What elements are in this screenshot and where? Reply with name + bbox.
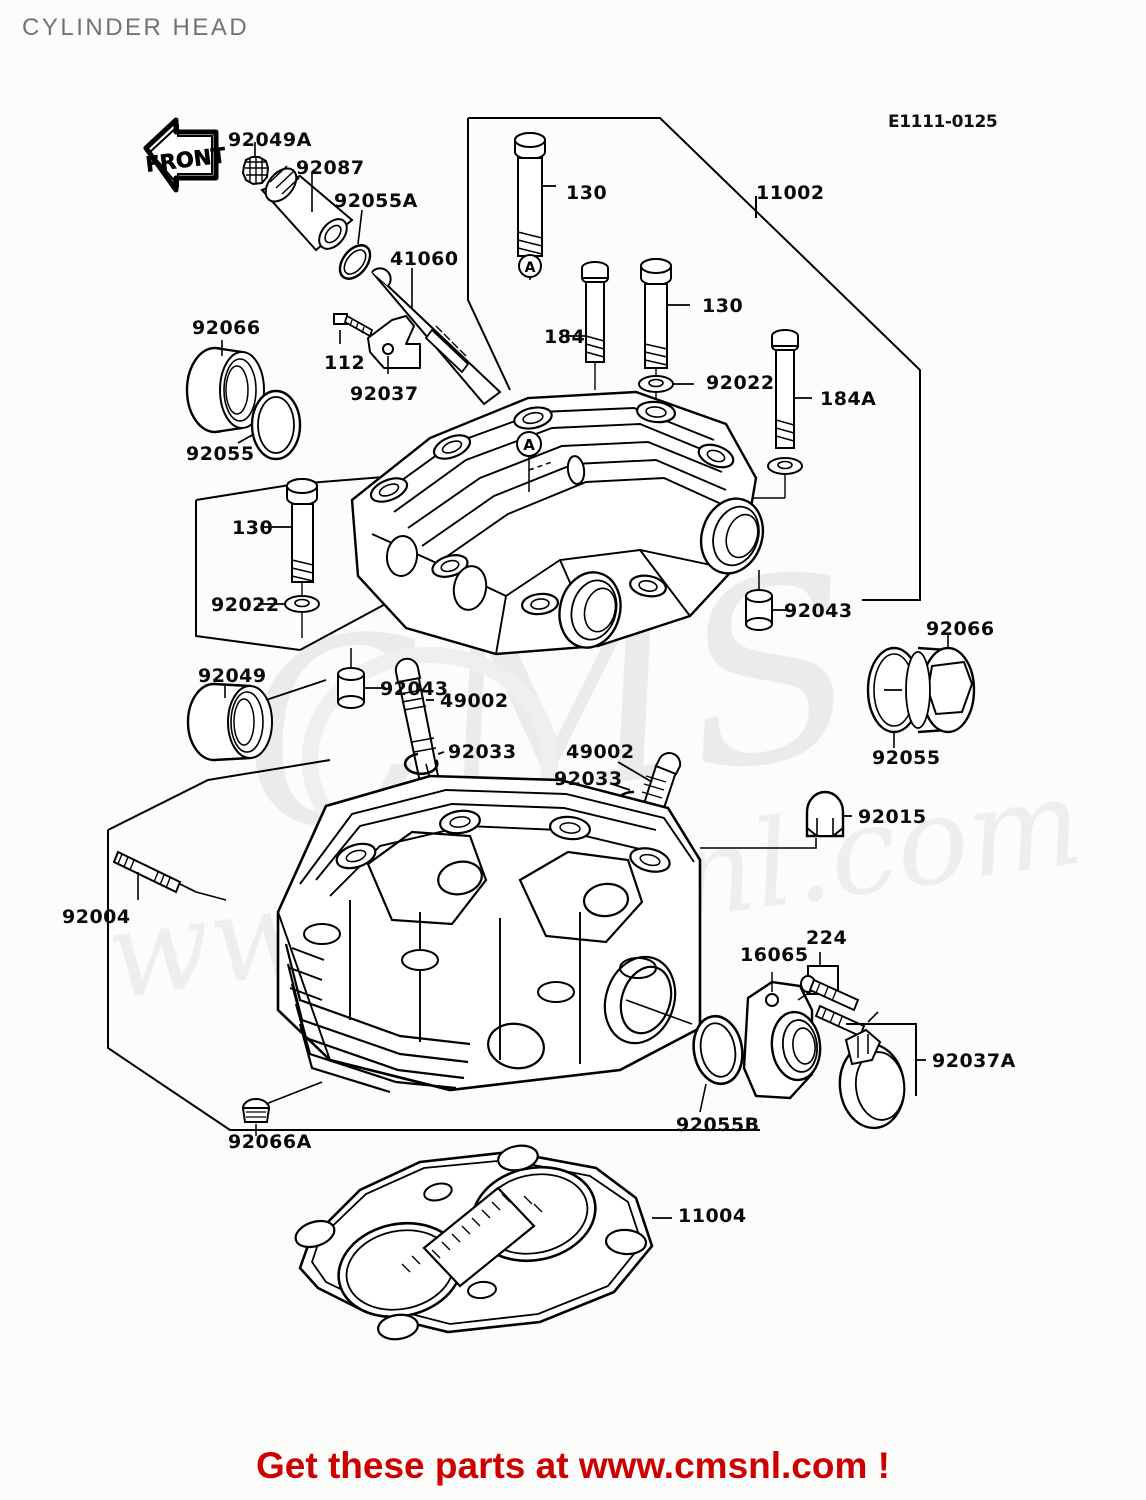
callout-184: 184 [544, 326, 586, 348]
callout-130-left: 130 [232, 517, 274, 539]
callout-92043-right: 92043 [784, 600, 853, 622]
cylinder-head-deck-holes [303, 809, 671, 1003]
svg-text:A: A [525, 260, 536, 276]
part-224-screws [797, 952, 879, 1038]
valve-cover-bolt-holes [369, 400, 735, 616]
diagram-code: E1111-0125 [888, 112, 998, 132]
callout-92066A: 92066A [228, 1131, 312, 1153]
part-92066A [241, 1081, 323, 1136]
callout-92087: 92087 [296, 157, 365, 179]
callout-112: 112 [324, 352, 366, 374]
part-92004 [112, 850, 227, 901]
part-92066-left [185, 340, 265, 434]
callout-92004: 92004 [62, 906, 131, 928]
part-92066-right [866, 634, 976, 748]
callout-92033-right: 92033 [554, 768, 623, 790]
bracket-11002 [467, 117, 921, 601]
footer-cta: Get these parts at www.cmsnl.com ! [256, 1445, 890, 1486]
part-92049A [241, 142, 270, 186]
part-92087 [260, 165, 354, 252]
valve-cover-bores [385, 455, 765, 649]
part-112 [333, 313, 374, 344]
part-49002-left [394, 657, 440, 791]
page-title: CYLINDER HEAD [22, 14, 250, 41]
callout-92049: 92049 [198, 665, 267, 687]
cooling-fins [284, 943, 471, 1094]
front-arrow-icon: FRONT [143, 117, 228, 193]
part-92055B [625, 999, 744, 1113]
callout-92015: 92015 [858, 806, 927, 828]
part-92037A [838, 1023, 926, 1130]
callout-92022-left: 92022 [211, 594, 280, 616]
callout-92043-center: 92043 [380, 678, 449, 700]
part-184A-bolt [722, 329, 812, 499]
svg-text:A: A [523, 436, 535, 454]
callout-92066-right: 92066 [926, 618, 995, 640]
callout-41060: 41060 [390, 248, 459, 270]
callout-49002-right: 49002 [566, 741, 635, 763]
part-92043-right [745, 570, 790, 631]
callout-49002-left: 49002 [440, 690, 509, 712]
bracket-cylinder-head [107, 759, 760, 1131]
callout-92037A: 92037A [932, 1050, 1016, 1072]
callout-92055B: 92055B [676, 1114, 760, 1136]
callout-184A: 184A [820, 388, 877, 410]
part-92022-left [258, 595, 320, 638]
section-marker-A: A [516, 431, 553, 492]
callout-11002: 11002 [756, 182, 825, 204]
part-130-left [262, 478, 318, 596]
callout-11004: 11004 [678, 1205, 747, 1227]
part-92055A [338, 209, 372, 280]
part-92055-left [237, 389, 302, 461]
part-130-mid [640, 258, 690, 378]
part-92022-washer [638, 375, 694, 424]
callout-92049A: 92049A [228, 129, 312, 151]
callout-92055A: 92055A [334, 190, 418, 212]
part-184-bolt [566, 261, 609, 390]
callout-92033-left: 92033 [448, 741, 517, 763]
part-130-upper: A [514, 132, 556, 280]
callout-130-upper: 130 [566, 182, 608, 204]
callout-16065: 16065 [740, 944, 809, 966]
part-41060 [371, 267, 502, 406]
callout-92055-right: 92055 [872, 747, 941, 769]
callout-92055-left: 92055 [186, 443, 255, 465]
part-11004-gasket [294, 1144, 672, 1341]
callout-130-mid: 130 [702, 295, 744, 317]
cylinder-head-body [276, 774, 702, 1094]
callout-224: 224 [806, 927, 848, 949]
part-92037 [367, 315, 421, 374]
callout-92022: 92022 [706, 372, 775, 394]
callout-92066-left: 92066 [192, 317, 261, 339]
part-92015 [700, 790, 852, 849]
part-92049 [186, 679, 327, 762]
part-92043-center [337, 648, 386, 709]
callout-92037: 92037 [350, 383, 419, 405]
part-16065 [742, 972, 822, 1100]
